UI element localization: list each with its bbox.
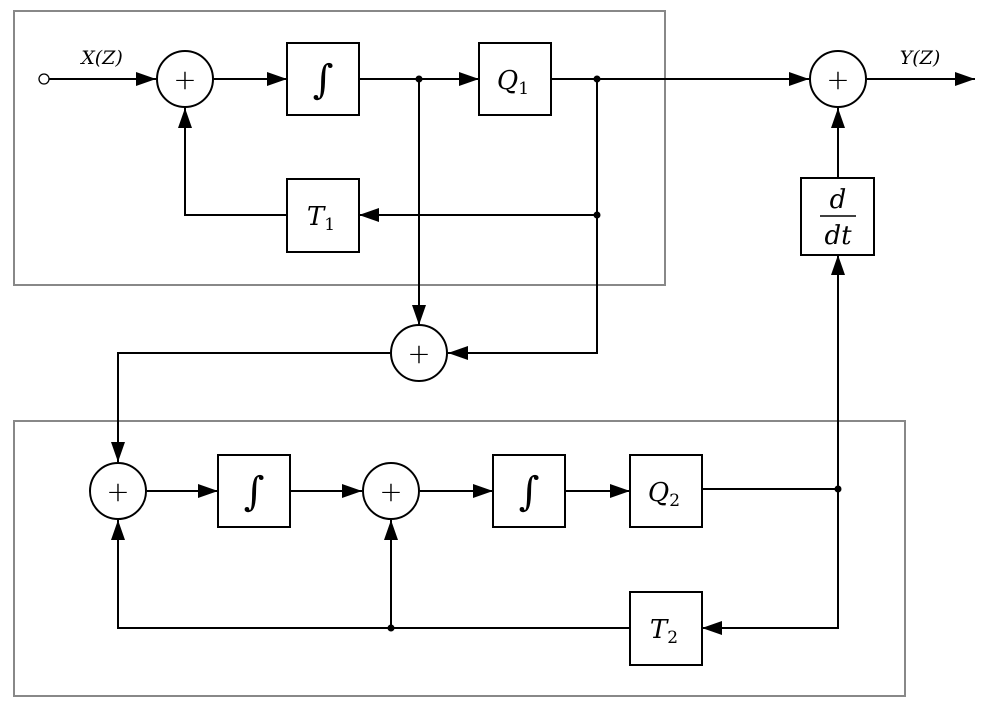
plus-symbol: + xyxy=(826,63,849,96)
wire-t1-sum1 xyxy=(178,108,287,216)
differentiator: d dt xyxy=(800,177,875,256)
wire-q1-sum3 xyxy=(448,215,598,360)
plus-symbol: + xyxy=(173,63,196,96)
wire-q2-diff xyxy=(702,255,845,490)
diff-denominator: dt xyxy=(824,221,852,251)
quantizer-q2: Q2 xyxy=(629,454,703,528)
integrator-1: ∫ xyxy=(286,42,360,116)
wire-sum3-sum4 xyxy=(111,352,390,462)
second-stage-group xyxy=(13,420,906,697)
plus-symbol: + xyxy=(379,475,402,508)
plus-symbol: + xyxy=(407,337,430,370)
svg-text:T2: T2 xyxy=(650,615,678,648)
summer-1: + xyxy=(156,50,214,108)
junction-dot xyxy=(834,485,842,493)
junction-dot xyxy=(415,75,423,83)
output-label: Y(Z) xyxy=(900,47,941,69)
integral-symbol: ∫ xyxy=(313,57,334,103)
first-stage-group xyxy=(13,10,666,286)
svg-text:Q1: Q1 xyxy=(497,66,529,99)
summer-5: + xyxy=(362,462,420,520)
plus-symbol: + xyxy=(106,475,129,508)
quantizer-q1: Q1 xyxy=(478,42,552,116)
diff-numerator: d xyxy=(830,185,847,215)
wire-q2-t2 xyxy=(702,489,839,635)
input-terminal xyxy=(38,73,50,85)
junction-dot xyxy=(593,75,601,83)
integrator-2: ∫ xyxy=(217,454,291,528)
integral-symbol: ∫ xyxy=(244,469,265,515)
wires xyxy=(48,72,975,635)
svg-text:T1: T1 xyxy=(307,202,335,235)
summer-3: + xyxy=(390,324,448,382)
junction-dot xyxy=(593,211,601,219)
svg-text:Q2: Q2 xyxy=(648,478,680,511)
wire-t2-sum4 xyxy=(111,520,630,629)
integrator-3: ∫ xyxy=(492,454,566,528)
summer-output: + xyxy=(809,50,867,108)
delay-t1: T1 xyxy=(286,178,360,253)
input-label: X(Z) xyxy=(79,47,123,69)
junction-dot xyxy=(387,624,395,632)
summer-4: + xyxy=(89,462,147,520)
integral-symbol: ∫ xyxy=(519,469,540,515)
delay-t2: T2 xyxy=(629,591,703,666)
